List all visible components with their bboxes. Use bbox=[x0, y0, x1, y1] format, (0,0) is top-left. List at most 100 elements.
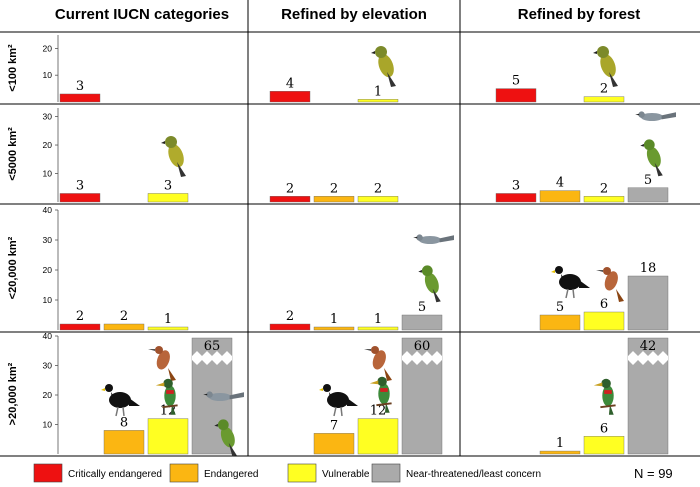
bird-tail bbox=[384, 368, 392, 381]
value-label: 6 bbox=[600, 297, 608, 312]
bird-body bbox=[378, 54, 394, 78]
y-tick-label: 10 bbox=[43, 169, 53, 179]
legend-label: Endangered bbox=[204, 469, 259, 480]
bird-leg bbox=[115, 406, 119, 417]
bird-head bbox=[375, 46, 387, 58]
value-label: 2 bbox=[600, 82, 608, 97]
legend-swatch bbox=[287, 463, 317, 483]
bird-tail bbox=[170, 404, 176, 415]
bird-tail bbox=[608, 404, 614, 415]
row-label: <100 km² bbox=[7, 44, 19, 92]
value-label: 60 bbox=[414, 339, 431, 354]
bar-near-threatened-least-concern bbox=[627, 187, 669, 203]
value-label: 3 bbox=[512, 178, 520, 193]
value-label: 4 bbox=[556, 176, 564, 191]
bird-beak bbox=[101, 388, 105, 391]
bird-leg bbox=[340, 406, 343, 417]
bird-body bbox=[646, 146, 661, 168]
bird-head bbox=[597, 46, 609, 58]
value-label: 42 bbox=[640, 339, 657, 354]
bird-head bbox=[638, 111, 645, 118]
branch bbox=[162, 404, 178, 409]
bird-band bbox=[380, 388, 388, 392]
curassow-icon bbox=[551, 266, 590, 299]
bird-beak bbox=[640, 143, 644, 147]
bird-head bbox=[371, 346, 379, 354]
bird-illustrations bbox=[101, 46, 676, 457]
bird-beak bbox=[371, 51, 375, 54]
bird-body bbox=[208, 393, 232, 401]
bar-vulnerable bbox=[583, 196, 625, 203]
bird-illustration-icon bbox=[214, 419, 237, 457]
value-label: 2 bbox=[600, 181, 608, 196]
bar-critically-endangered bbox=[59, 323, 101, 331]
bar-vulnerable bbox=[583, 96, 625, 103]
bird-band bbox=[166, 390, 174, 394]
value-label: 2 bbox=[120, 309, 128, 324]
brown-bird-icon bbox=[148, 346, 176, 381]
y-tick-label: 30 bbox=[43, 112, 53, 122]
value-label: 6 bbox=[600, 421, 608, 436]
y-tick-label: 20 bbox=[43, 140, 53, 150]
bar-critically-endangered bbox=[59, 93, 101, 103]
bar-endangered bbox=[539, 190, 581, 203]
bird-tail bbox=[654, 162, 663, 177]
bird-head bbox=[323, 384, 331, 392]
toucan-icon bbox=[593, 378, 616, 415]
y-tick-label: 20 bbox=[43, 43, 53, 53]
bird-beak bbox=[596, 270, 603, 272]
bar-critically-endangered bbox=[269, 323, 311, 331]
bird-beak bbox=[364, 349, 371, 351]
bird-neck bbox=[111, 392, 115, 400]
bird-head bbox=[421, 265, 433, 277]
value-label: 8 bbox=[120, 415, 128, 430]
row-label: >20,000 km² bbox=[7, 362, 19, 425]
value-label: 4 bbox=[286, 76, 294, 91]
bird-tail bbox=[432, 288, 441, 303]
bar-near-threatened-least-concern bbox=[627, 275, 669, 331]
bird-beak bbox=[214, 423, 218, 427]
bird-tail bbox=[129, 398, 140, 406]
bar-near-threatened-least-concern bbox=[401, 314, 443, 331]
bird-illustration-icon bbox=[161, 136, 186, 177]
value-label: 2 bbox=[76, 309, 84, 324]
legend-swatch bbox=[371, 463, 401, 483]
value-label: 5 bbox=[644, 173, 652, 188]
column-title: Refined by elevation bbox=[281, 6, 427, 23]
value-label: 5 bbox=[512, 74, 520, 89]
bar-critically-endangered bbox=[269, 91, 311, 103]
brown-bird-icon bbox=[596, 267, 624, 302]
bird-beak bbox=[148, 349, 155, 351]
bird-body bbox=[378, 383, 390, 405]
bird-body bbox=[164, 385, 176, 407]
value-label: 2 bbox=[286, 181, 294, 196]
toucan-icon bbox=[155, 378, 178, 415]
bird-tail bbox=[387, 72, 396, 87]
bar-endangered bbox=[539, 314, 581, 331]
legend-label: Critically endangered bbox=[68, 469, 162, 480]
bird-beak bbox=[161, 141, 165, 144]
value-label: 12 bbox=[370, 404, 387, 419]
column-title: Refined by forest bbox=[518, 6, 641, 23]
legend-label: Near-threatened/least concern bbox=[406, 469, 541, 480]
legend-label: Vulnerable bbox=[322, 469, 370, 480]
panel-grid bbox=[0, 0, 700, 457]
bar-endangered bbox=[539, 450, 581, 455]
bird-beak bbox=[203, 393, 208, 396]
bird-grey-icon bbox=[203, 391, 244, 401]
value-label: 65 bbox=[204, 339, 221, 354]
bird-beak bbox=[155, 382, 165, 387]
bird-head bbox=[643, 139, 655, 151]
bar-vulnerable bbox=[147, 418, 189, 455]
bar-vulnerable bbox=[357, 418, 399, 455]
bird-illustration-icon bbox=[371, 46, 396, 87]
bird-head bbox=[105, 384, 113, 392]
axis-break bbox=[402, 351, 442, 365]
bird-head bbox=[601, 378, 611, 389]
bird-body bbox=[109, 392, 131, 408]
bird-body bbox=[156, 350, 170, 370]
y-tick-label: 10 bbox=[43, 420, 53, 430]
bird-band bbox=[604, 390, 612, 394]
bird-head bbox=[416, 234, 423, 241]
